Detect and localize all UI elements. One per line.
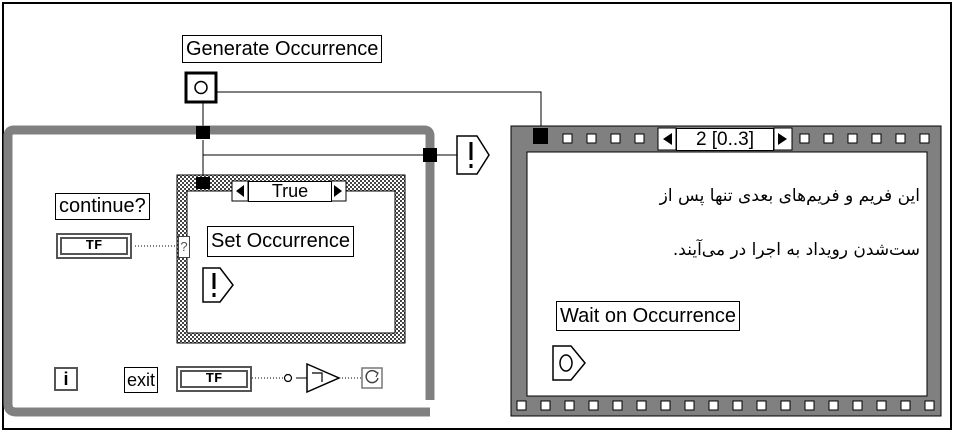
sequence-prev-arrow[interactable] xyxy=(657,127,677,151)
loop-condition-icon[interactable] xyxy=(361,367,383,389)
film-hole xyxy=(823,133,834,144)
continue-boolean-terminal[interactable]: TF xyxy=(56,233,132,259)
film-hole xyxy=(780,400,791,411)
exit-label: exit xyxy=(124,367,159,393)
set-occurrence-outer-icon[interactable] xyxy=(456,135,490,175)
sequence-next-arrow[interactable] xyxy=(773,127,793,151)
film-hole xyxy=(799,133,810,144)
film-hole xyxy=(516,400,527,411)
not-function-icon[interactable] xyxy=(283,362,341,394)
sequence-selector-value[interactable]: 2 [0..3] xyxy=(676,128,774,151)
film-hole xyxy=(732,400,743,411)
film-hole xyxy=(900,400,911,411)
case-prev-arrow[interactable] xyxy=(231,180,249,202)
comment-line-2: ست‌شدن رویداد به اجرا در می‌آیند. xyxy=(672,240,920,260)
wait-on-occurrence-icon[interactable] xyxy=(552,345,586,381)
film-hole xyxy=(895,133,906,144)
generate-occurrence-node[interactable] xyxy=(184,71,218,104)
film-hole xyxy=(852,400,863,411)
film-hole xyxy=(871,133,882,144)
case-tunnel xyxy=(196,177,210,189)
film-hole xyxy=(588,400,599,411)
film-hole xyxy=(684,400,695,411)
film-holes-bottom xyxy=(516,400,935,411)
comment-line-1: این فریم و فریم‌های بعدی تنها پس از xyxy=(659,186,920,206)
sequence-tunnel xyxy=(533,128,548,144)
loop-tunnel-right xyxy=(423,148,437,162)
generate-occurrence-label: Generate Occurrence xyxy=(182,35,383,63)
film-hole xyxy=(847,133,858,144)
sequence-structure[interactable] xyxy=(510,125,942,417)
film-hole xyxy=(612,400,623,411)
film-hole xyxy=(564,400,575,411)
case-selector-terminal[interactable]: ? xyxy=(178,236,190,258)
case-next-arrow[interactable] xyxy=(329,180,347,202)
iteration-terminal xyxy=(54,367,78,391)
wait-on-occurrence-label: Wait on Occurrence xyxy=(556,301,740,331)
film-hole xyxy=(660,400,671,411)
film-hole xyxy=(919,133,930,144)
set-occurrence-inner-icon[interactable] xyxy=(202,267,234,303)
film-hole xyxy=(924,400,935,411)
while-loop[interactable] xyxy=(3,125,435,417)
film-hole xyxy=(634,133,645,144)
film-hole xyxy=(586,133,597,144)
film-hole xyxy=(828,400,839,411)
set-occurrence-label: Set Occurrence xyxy=(207,226,354,257)
case-selector-value[interactable]: True xyxy=(248,181,332,202)
loop-tunnel-top xyxy=(196,126,210,139)
film-hole xyxy=(708,400,719,411)
film-hole xyxy=(804,400,815,411)
iteration-terminal-glyph: i xyxy=(63,369,69,389)
film-hole xyxy=(610,133,621,144)
continue-label: continue? xyxy=(55,193,150,220)
film-hole xyxy=(876,400,887,411)
case-structure[interactable] xyxy=(176,174,406,344)
film-hole xyxy=(540,400,551,411)
film-holes-top xyxy=(562,133,930,144)
film-hole xyxy=(756,400,767,411)
film-hole xyxy=(636,400,647,411)
exit-boolean-terminal[interactable]: TF xyxy=(176,366,252,392)
film-hole xyxy=(562,133,573,144)
